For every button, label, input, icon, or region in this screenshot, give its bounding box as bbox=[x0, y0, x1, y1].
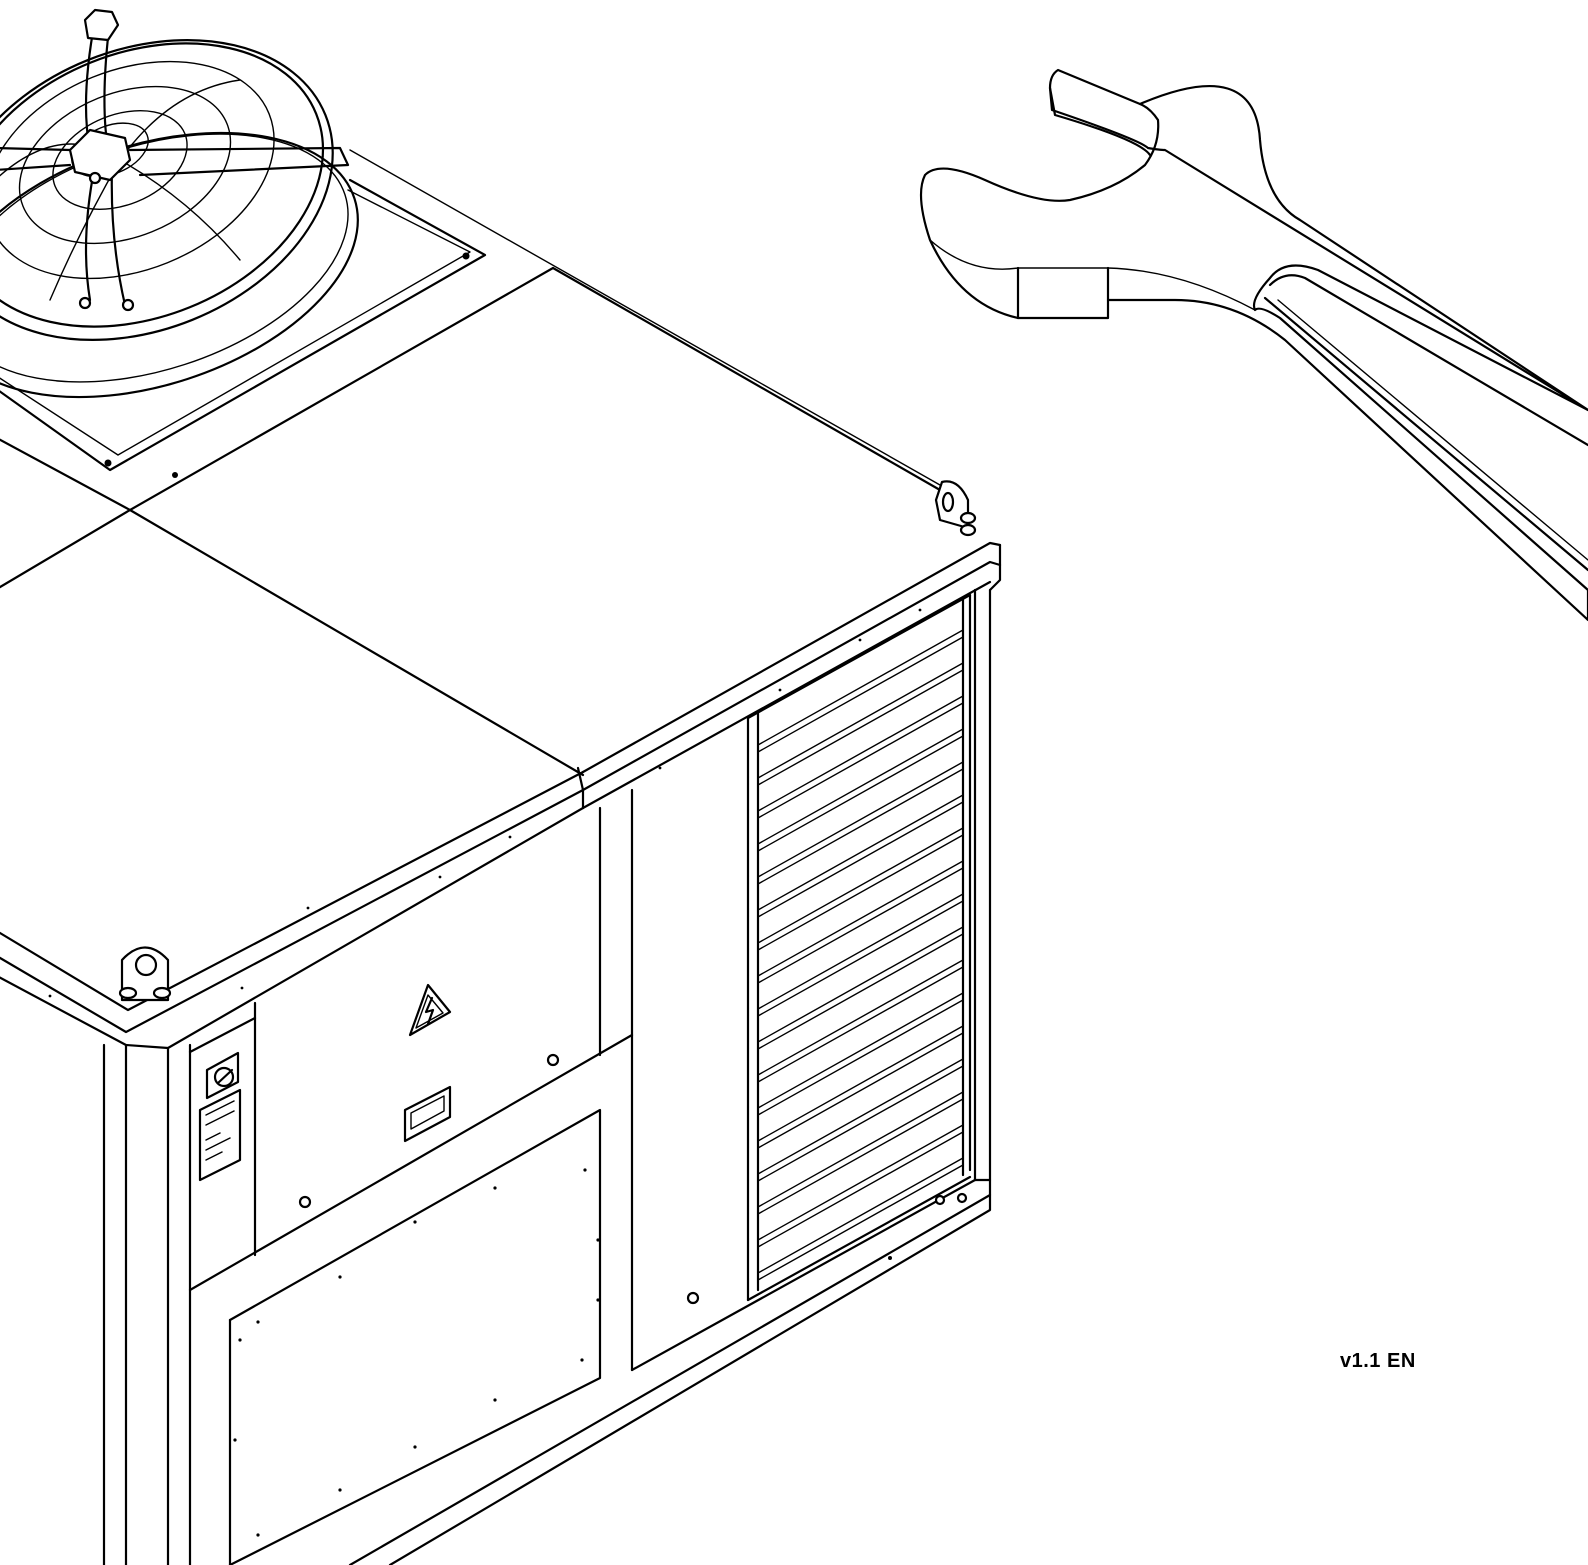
louvre-blades bbox=[757, 629, 964, 1281]
roof-seam-line bbox=[0, 266, 555, 589]
wrench-head-edge bbox=[1016, 266, 1110, 320]
louvre-frame bbox=[961, 593, 972, 1177]
front-rail bbox=[0, 770, 585, 1012]
access-panel bbox=[228, 1108, 602, 1565]
wrench-handle-slot bbox=[1277, 299, 1588, 561]
rating-plate bbox=[198, 1088, 242, 1182]
lifting-lug bbox=[934, 480, 977, 537]
roof-seam-line bbox=[0, 438, 585, 777]
panel-screws bbox=[48, 472, 968, 1537]
base-rail bbox=[348, 1193, 992, 1565]
corner-post bbox=[973, 588, 992, 1182]
louvre-frame bbox=[746, 710, 760, 1302]
wrench-jaw-edge bbox=[1048, 86, 1152, 157]
panel-edge bbox=[188, 1016, 257, 1054]
wrench-head-edge bbox=[929, 239, 1256, 311]
roof-edge-line bbox=[349, 149, 941, 486]
front-rail bbox=[0, 788, 585, 1034]
condenser-fan bbox=[0, 8, 359, 399]
side-rail bbox=[581, 560, 1002, 792]
wrench-icon bbox=[919, 68, 1588, 622]
base-rail bbox=[630, 1178, 977, 1372]
panel-edge bbox=[188, 1033, 634, 1292]
side-rail bbox=[581, 541, 1002, 774]
side-rail bbox=[581, 580, 992, 810]
version-label: v1.1 EN bbox=[1340, 1350, 1416, 1372]
door-handle bbox=[403, 1085, 452, 1143]
base-rail bbox=[973, 1178, 992, 1197]
wrench-head-edge bbox=[1138, 84, 1588, 412]
lifting-lug bbox=[118, 946, 172, 1002]
wrench-handle-slot bbox=[1263, 274, 1588, 572]
rail-joint bbox=[576, 766, 585, 810]
corner-post bbox=[102, 1043, 192, 1565]
fan-mounting-plate bbox=[0, 178, 487, 472]
corner-cap bbox=[988, 543, 1002, 592]
front-rail bbox=[0, 806, 585, 1050]
roof-seam-line bbox=[551, 266, 942, 492]
rooftop-hvac-unit-icon bbox=[0, 8, 1002, 1565]
louvre-frame bbox=[746, 593, 972, 1302]
isolator-switch bbox=[205, 1051, 240, 1100]
high-voltage-warning-icon bbox=[408, 983, 452, 1037]
